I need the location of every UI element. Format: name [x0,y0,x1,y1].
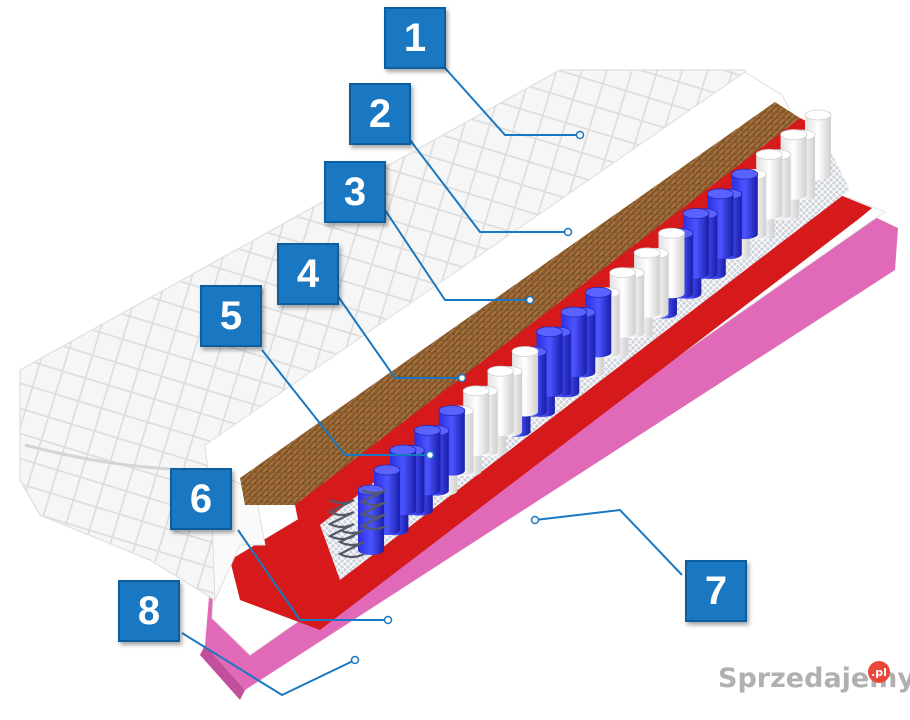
foam-base-side [200,645,245,700]
label-1: 1 [384,7,446,69]
leader-dots [350,130,585,665]
pocket-springs [357,109,832,555]
coconut-layer [240,102,800,505]
exposed-springs [327,489,387,559]
blue-pocket-spring [357,484,385,555]
leader-lines [181,67,683,697]
label-7: 7 [685,560,747,622]
white-pocket-spring [609,267,637,338]
label-4: 4 [277,243,339,305]
label-6: 6 [170,468,232,530]
sprzedajemy-watermark: Sprzedajemy .pl [718,661,910,694]
label-2: 2 [349,83,411,145]
label-3: 3 [324,161,386,223]
label-5: 5 [200,285,262,347]
label-8: 8 [118,580,180,642]
watermark-suffix: .pl [868,661,890,683]
